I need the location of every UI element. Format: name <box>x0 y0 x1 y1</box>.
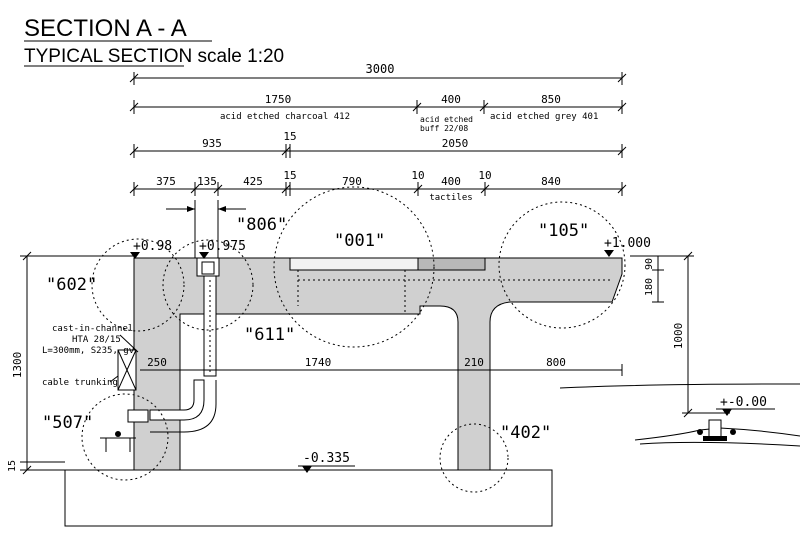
detail-001: "001" <box>334 231 385 251</box>
dim-10a: 10 <box>411 169 424 182</box>
rail-ground <box>559 383 800 447</box>
dim-135: 135 <box>197 175 217 188</box>
dim-overall: 3000 <box>129 62 627 85</box>
level-markers: +0.98 +0.975 +1.000 -0.335 +-0.00 <box>130 236 775 473</box>
dim-840: 840 <box>541 175 561 188</box>
dim-1740: 1740 <box>305 356 332 369</box>
level-rail: +-0.00 <box>720 395 767 410</box>
tactile-strip <box>417 257 486 271</box>
dim-935: 935 <box>202 137 222 150</box>
slab-insert <box>289 257 419 271</box>
cable-channel <box>149 257 220 433</box>
dim-375: 375 <box>156 175 176 188</box>
gap-arrows <box>166 200 246 258</box>
detail-806: "806" <box>236 215 287 235</box>
base-slab <box>64 469 553 527</box>
dim-425: 425 <box>243 175 263 188</box>
note-channel-2: HTA 28/15 <box>72 335 121 345</box>
dim-400b: 400 <box>441 175 461 188</box>
note-channel-3: L=300mm, S235, gv <box>42 346 134 356</box>
section-subtitle: TYPICAL SECTION scale 1:20 <box>24 46 284 67</box>
dim-400: 400 <box>441 93 461 106</box>
note-channel-1: cast-in-channel <box>52 324 133 334</box>
dim-lower: 250 1740 210 800 <box>140 356 623 376</box>
dim-left-vertical: 1300 15 <box>7 251 134 475</box>
dim-15a: 15 <box>283 130 296 143</box>
note-buff: buff 22/08 <box>420 124 468 133</box>
section-title: SECTION A - A <box>24 15 187 42</box>
dim-row2: 935 15 2050 <box>129 130 627 158</box>
note-charcoal: acid etched charcoal 412 <box>220 112 350 122</box>
dim-1000: 1000 <box>672 323 685 350</box>
dim-3000: 3000 <box>366 62 395 76</box>
platform-structure <box>133 257 623 471</box>
dim-790: 790 <box>342 175 362 188</box>
note-grey: acid etched grey 401 <box>490 112 598 122</box>
detail-105: "105" <box>538 221 589 241</box>
dim-2050: 2050 <box>442 137 469 150</box>
dim-800: 800 <box>546 356 566 369</box>
level-base: -0.335 <box>303 451 350 466</box>
dim-row3: 375 135 425 15 790 10 400 10 840 tactile… <box>129 169 627 203</box>
note-acid-etched: acid etched <box>420 115 473 124</box>
dim-15-left: 15 <box>7 460 18 472</box>
label-tactiles: tactiles <box>429 193 472 203</box>
detail-611: "611" <box>244 325 295 345</box>
detail-507: "507" <box>42 413 93 433</box>
dim-1300: 1300 <box>11 352 24 379</box>
note-cable: cable trunking <box>42 378 118 388</box>
dim-250: 250 <box>147 356 167 369</box>
bracket <box>100 409 149 452</box>
dim-90: 90 <box>644 258 655 270</box>
notes: cast-in-channel HTA 28/15 L=300mm, S235,… <box>42 324 139 388</box>
dim-210: 210 <box>464 356 484 369</box>
level-top-right: +1.000 <box>604 236 651 251</box>
level-top-mid: +0.975 <box>199 239 246 254</box>
cable-trunking-box <box>117 349 137 391</box>
detail-402: "402" <box>500 423 551 443</box>
level-top-left: +0.98 <box>133 239 172 254</box>
dim-180: 180 <box>644 278 655 296</box>
dim-850: 850 <box>541 93 561 106</box>
dim-1750: 1750 <box>265 93 292 106</box>
dim-10b: 10 <box>478 169 491 182</box>
detail-circles <box>81 186 626 493</box>
dim-right-vertical: 1000 90 180 <box>630 251 730 418</box>
dim-row1: 1750 400 850 acid etched charcoal 412 ac… <box>129 93 627 133</box>
detail-602: "602" <box>46 275 97 295</box>
dim-15b: 15 <box>283 169 296 182</box>
